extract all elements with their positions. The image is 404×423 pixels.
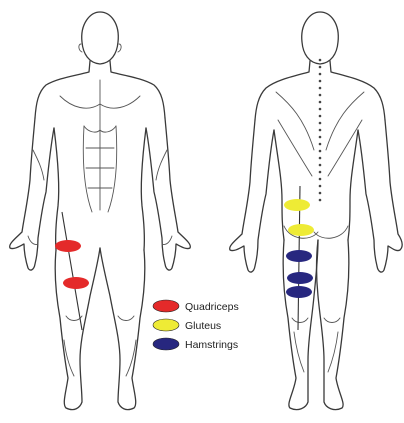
spine-dot xyxy=(319,115,322,118)
spine-dot xyxy=(319,129,322,132)
spine-dot xyxy=(319,94,322,97)
spine-dot xyxy=(319,87,322,90)
back-body-figure xyxy=(230,12,402,410)
spine-dot xyxy=(319,136,322,139)
quadriceps-marker xyxy=(63,277,89,289)
legend-label-quadriceps: Quadriceps xyxy=(185,301,239,313)
gluteus-marker xyxy=(288,224,314,236)
legend-swatch-hamstrings xyxy=(153,338,179,350)
spine-dot xyxy=(319,185,322,188)
spine-dot xyxy=(319,150,322,153)
spine-dot xyxy=(319,122,322,125)
hamstrings-marker xyxy=(286,250,312,262)
legend: Quadriceps Gluteus Hamstrings xyxy=(153,300,239,351)
legend-swatch-quadriceps xyxy=(153,300,179,312)
front-leg-line xyxy=(62,212,82,330)
spine-dot xyxy=(319,143,322,146)
hamstrings-marker xyxy=(287,272,313,284)
spine-dot xyxy=(319,192,322,195)
spine-dot xyxy=(319,178,322,181)
quadriceps-marker xyxy=(55,240,81,252)
spine-dot xyxy=(319,59,322,62)
spine-dot xyxy=(319,171,322,174)
legend-label-hamstrings: Hamstrings xyxy=(185,339,238,351)
gluteus-marker xyxy=(284,199,310,211)
spine-dot xyxy=(319,108,322,111)
spine-dot xyxy=(319,73,322,76)
spine-dots xyxy=(319,59,322,202)
spine-dot xyxy=(319,199,322,202)
legend-label-gluteus: Gluteus xyxy=(185,320,221,332)
hamstrings-marker xyxy=(286,286,312,298)
spine-dot xyxy=(319,164,322,167)
legend-swatch-gluteus xyxy=(153,319,179,331)
spine-dot xyxy=(319,101,322,104)
spine-dot xyxy=(319,80,322,83)
spine-dot xyxy=(319,66,322,69)
spine-dot xyxy=(319,157,322,160)
